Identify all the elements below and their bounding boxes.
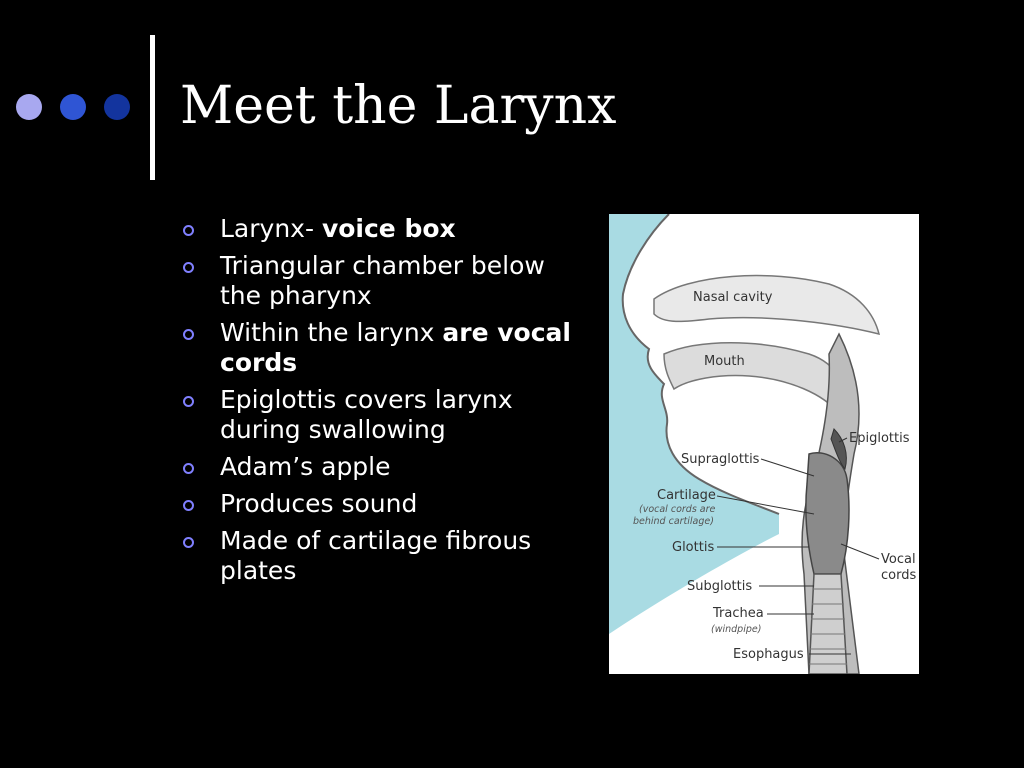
label-supraglottis: Supraglottis [681,452,760,467]
nasal-cavity-shape [653,274,881,336]
label-nasal-cavity: Nasal cavity [693,290,773,305]
mouth-shape [663,342,844,416]
bullet-marker-icon [183,463,194,474]
leader-cartilage [716,495,815,515]
bullet-text: Larynx- [220,214,322,243]
decor-dot-2 [60,94,86,120]
bullet-text: Epiglottis covers larynx during swallowi… [220,385,513,444]
epiglottis-shape [830,428,847,471]
label-cartilage-note-2: behind cartilage) [633,516,714,527]
bullet-marker-icon [183,500,194,511]
label-vocal-cords-2: cords [881,568,916,583]
trachea-rings [809,588,847,665]
bullet-text: Within the larynx [220,318,443,347]
bullet-text: Made of cartilage fibrous plates [220,526,532,585]
bullet-item: Made of cartilage fibrous plates [180,526,575,586]
larynx-diagram-svg: Nasal cavity Mouth Epiglottis Supraglott… [609,214,919,674]
larynx-diagram: Nasal cavity Mouth Epiglottis Supraglott… [609,214,919,674]
bullet-item: Larynx- voice box [180,214,575,244]
label-trachea-note: (windpipe) [711,624,761,635]
leader-supraglottis [760,458,815,477]
bullet-item: Adam’s apple [180,452,575,482]
bullet-bold-text: voice box [321,214,456,243]
label-cartilage-note-1: (vocal cords are [639,504,716,515]
bullet-bold-text: are vocal cords [220,318,571,377]
bullet-item: Triangular chamber below the pharynx [180,251,575,311]
bullet-item: Within the larynx are vocal cords [180,318,575,378]
title-divider [150,35,155,180]
label-glottis: Glottis [672,540,714,555]
bullet-marker-icon [183,329,194,340]
label-esophagus: Esophagus [733,647,804,662]
bullet-text: Produces sound [220,489,418,518]
bullet-marker-icon [183,396,194,407]
bullet-marker-icon [183,537,194,548]
decor-dot-3 [104,94,130,120]
label-mouth: Mouth [704,354,745,369]
decor-dot-1 [16,94,42,120]
label-cartilage: Cartilage [657,488,716,503]
bullet-text: Triangular chamber below the pharynx [220,251,545,310]
bullet-text: Adam’s apple [220,452,391,481]
label-trachea: Trachea [712,606,764,621]
airway-region [609,214,779,634]
bullet-item: Epiglottis covers larynx during swallowi… [180,385,575,445]
bullet-marker-icon [183,225,194,236]
bullet-marker-icon [183,262,194,273]
bullet-item: Produces sound [180,489,575,519]
leader-epiglottis [838,437,848,443]
slide-title: Meet the Larynx [180,76,617,136]
leader-vocal-cords [840,543,880,560]
label-subglottis: Subglottis [687,579,752,594]
label-epiglottis: Epiglottis [849,431,910,446]
head-profile [621,214,780,515]
label-vocal-cords-1: Vocal [881,552,916,567]
